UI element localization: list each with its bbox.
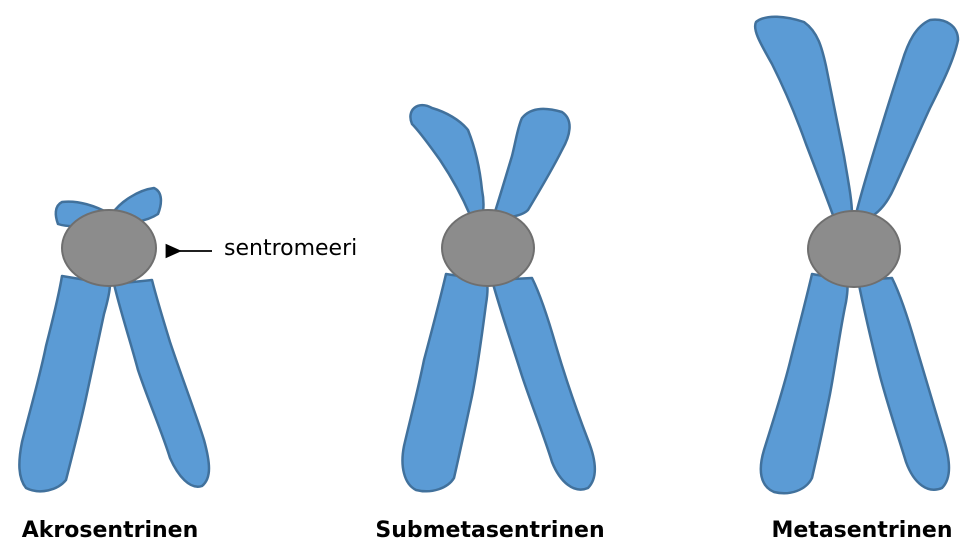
submetacentric-label: Submetasentrinen: [375, 518, 604, 543]
acrocentric-long-arm-right: [114, 280, 209, 487]
metacentric-upper-arm-right: [856, 20, 958, 220]
submetacentric-long-arm-right: [492, 278, 595, 490]
metacentric-chromosome: [755, 17, 958, 494]
acrocentric-label: Akrosentrinen: [22, 518, 198, 543]
metacentric-lower-arm-right: [858, 278, 949, 490]
metacentric-upper-arm-left: [755, 17, 852, 218]
acrocentric-long-arm-left: [19, 276, 110, 491]
centromere-label: sentromeeri: [224, 236, 357, 261]
acrocentric-chromosome: [19, 188, 209, 491]
metacentric-lower-arm-left: [761, 274, 848, 493]
submetacentric-short-arm-right: [494, 109, 570, 218]
submetacentric-short-arm-left: [410, 105, 483, 215]
metacentric-label: Metasentrinen: [771, 518, 952, 543]
submetacentric-chromosome: [403, 105, 595, 491]
acrocentric-centromere: [62, 210, 156, 286]
submetacentric-centromere: [442, 210, 534, 286]
metacentric-centromere: [808, 211, 900, 287]
submetacentric-long-arm-left: [403, 274, 488, 491]
